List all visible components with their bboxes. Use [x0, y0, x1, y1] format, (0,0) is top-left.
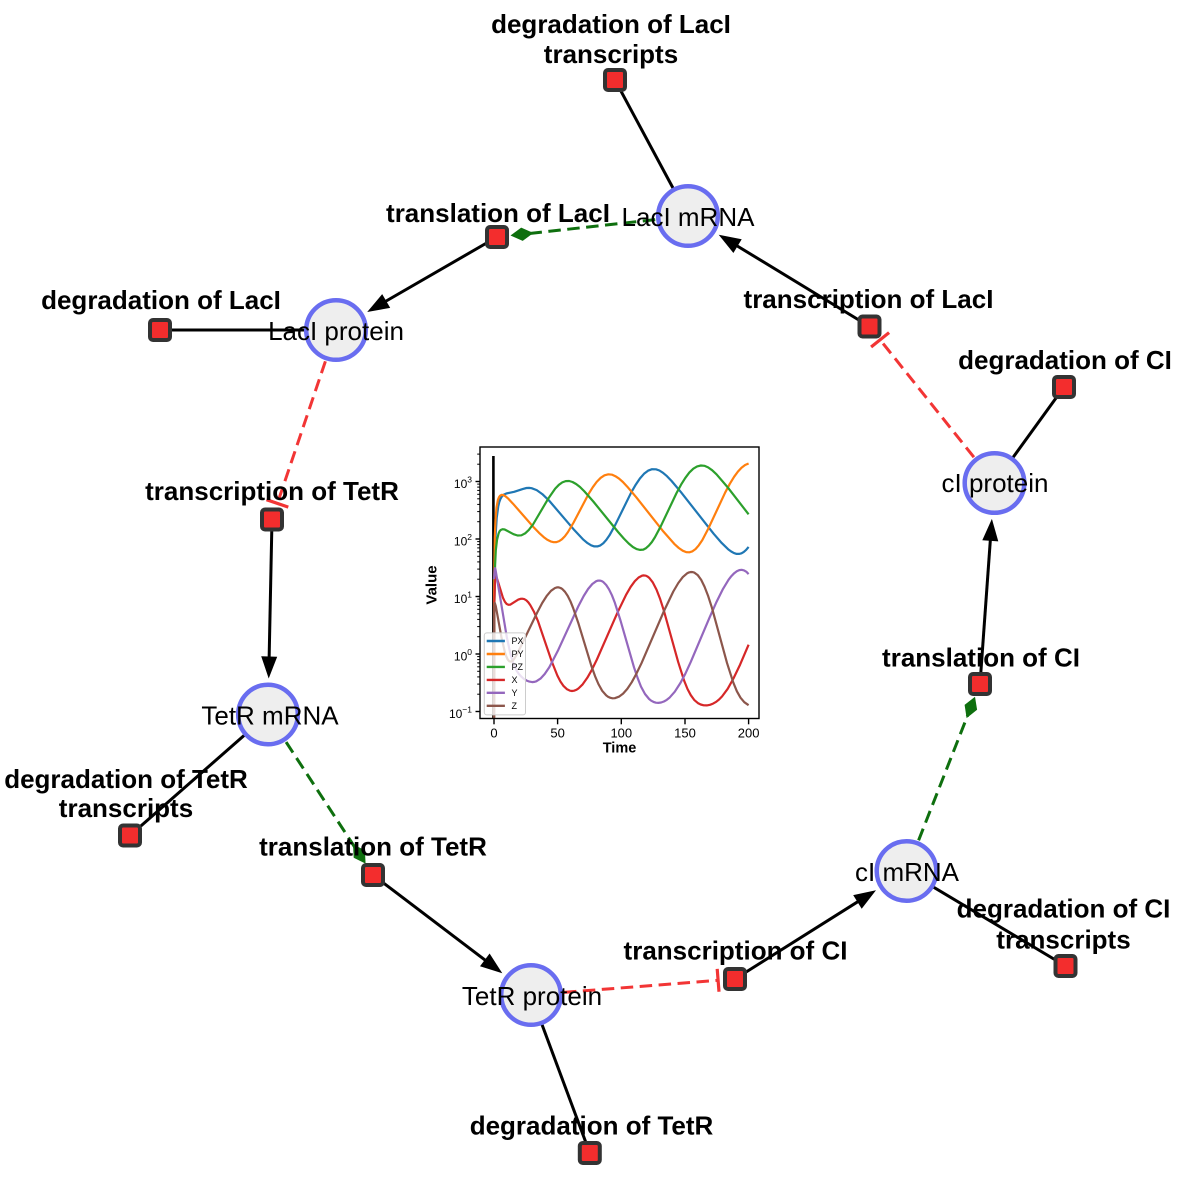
svg-text:PY: PY [512, 649, 524, 659]
svg-text:transcripts: transcripts [996, 925, 1130, 955]
svg-text:cI mRNA: cI mRNA [855, 857, 960, 887]
svg-text:103: 103 [454, 474, 472, 491]
svg-text:degradation of LacI: degradation of LacI [41, 285, 281, 315]
svg-text:Value: Value [424, 565, 441, 604]
svg-text:TetR mRNA: TetR mRNA [201, 701, 339, 731]
svg-text:100: 100 [610, 725, 632, 740]
svg-text:X: X [512, 675, 518, 685]
svg-text:translation of TetR: translation of TetR [259, 832, 487, 862]
svg-text:translation of LacI: translation of LacI [386, 198, 610, 228]
svg-text:transcription of TetR: transcription of TetR [145, 476, 399, 506]
svg-text:0: 0 [490, 725, 497, 740]
svg-text:degradation of LacI: degradation of LacI [491, 9, 731, 39]
svg-text:degradation of CI: degradation of CI [958, 345, 1172, 375]
svg-text:Z: Z [512, 701, 518, 711]
svg-text:PZ: PZ [512, 662, 524, 672]
svg-text:cI protein: cI protein [942, 468, 1049, 498]
svg-text:transcripts: transcripts [544, 39, 678, 69]
svg-text:transcription of CI: transcription of CI [624, 936, 848, 966]
svg-text:LacI protein: LacI protein [268, 316, 404, 346]
svg-text:transcripts: transcripts [59, 793, 193, 823]
svg-text:101: 101 [454, 589, 472, 606]
svg-text:translation of CI: translation of CI [882, 643, 1080, 673]
svg-text:degradation of TetR: degradation of TetR [470, 1111, 714, 1141]
svg-text:10−1: 10−1 [449, 704, 472, 721]
svg-text:100: 100 [454, 647, 472, 664]
svg-text:Y: Y [512, 688, 518, 698]
svg-text:Time: Time [603, 741, 637, 757]
svg-text:degradation of TetR: degradation of TetR [4, 764, 248, 794]
svg-text:50: 50 [550, 725, 564, 740]
svg-text:transcription of LacI: transcription of LacI [744, 284, 994, 314]
svg-text:150: 150 [674, 725, 696, 740]
svg-text:200: 200 [738, 725, 760, 740]
svg-text:102: 102 [454, 532, 472, 549]
svg-text:PX: PX [512, 636, 524, 646]
svg-text:LacI mRNA: LacI mRNA [622, 202, 756, 232]
svg-text:degradation of CI: degradation of CI [957, 894, 1171, 924]
svg-text:TetR protein: TetR protein [462, 981, 602, 1011]
